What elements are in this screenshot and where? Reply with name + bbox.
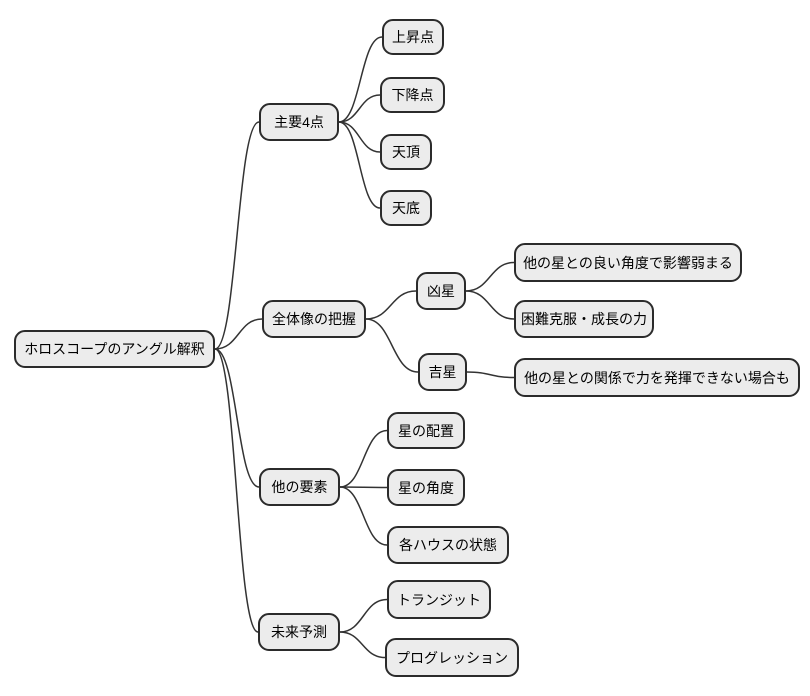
mindmap-node-malefic: 凶星	[416, 272, 466, 310]
edge-major-points-to-nadir	[338, 121, 381, 209]
mindmap-node-label: ホロスコープのアングル解釈	[24, 341, 205, 357]
edge-overview-to-malefic	[365, 290, 417, 320]
mindmap-node-root: ホロスコープのアングル解釈	[14, 330, 215, 368]
mindmap-node-nadir: 天底	[380, 190, 432, 226]
mindmap-node-label: 凶星	[427, 283, 455, 299]
mindmap-node-label: 星の配置	[398, 422, 454, 439]
mindmap-node-label: トランジット	[397, 591, 481, 608]
edge-malefic-to-malefic-note-2	[465, 290, 515, 320]
edge-benefic-to-benefic-note-1	[466, 371, 515, 379]
mindmap-node-label: 他の要素	[271, 479, 328, 495]
mindmap-node-progression: プログレッション	[385, 638, 519, 677]
mindmap-node-malefic-note-2: 困難克服・成長の力	[514, 300, 654, 338]
edge-other-factors-to-planet-placement	[339, 429, 388, 488]
mindmap-node-label: 星の角度	[398, 479, 454, 496]
mindmap-node-benefic: 吉星	[418, 353, 467, 391]
edge-future-prediction-to-transit	[339, 598, 388, 633]
edge-overview-to-benefic	[365, 318, 419, 373]
mindmap-node-label: 下降点	[391, 87, 434, 103]
mindmap-node-label: 吉星	[428, 364, 457, 380]
edge-major-points-to-descendant	[338, 94, 381, 123]
mindmap-node-label: 主要4点	[274, 114, 324, 130]
mindmap-node-label: 上昇点	[392, 29, 434, 45]
mindmap-node-label: 天底	[392, 200, 420, 216]
edge-future-prediction-to-progression	[339, 631, 386, 659]
mindmap-node-overview: 全体像の把握	[262, 300, 366, 338]
mindmap-node-descendant: 下降点	[380, 77, 445, 113]
mindmap-node-malefic-note-1: 他の星との良い角度で影響弱まる	[514, 243, 742, 282]
mindmap-node-midheaven: 天頂	[380, 134, 432, 170]
mindmap-node-label: 困難克服・成長の力	[521, 311, 647, 327]
mindmap-node-label: 他の星との良い角度で影響弱まる	[523, 254, 733, 271]
mindmap-node-label: プログレッション	[396, 649, 508, 666]
mindmap-node-label: 未来予測	[271, 624, 327, 640]
mindmap-node-ascendant: 上昇点	[382, 19, 444, 55]
edge-root-to-overview	[214, 318, 263, 350]
edge-other-factors-to-planet-aspects	[339, 486, 388, 489]
edge-major-points-to-midheaven	[338, 121, 381, 153]
mindmap-node-benefic-note-1: 他の星との関係で力を発揮できない場合も	[514, 358, 800, 397]
mindmap-node-label: 他の星との関係で力を発揮できない場合も	[524, 369, 790, 386]
edge-malefic-to-malefic-note-1	[465, 261, 515, 292]
mindmap-node-transit: トランジット	[387, 580, 491, 619]
mindmap-node-other-factors: 他の要素	[259, 468, 340, 506]
mindmap-node-house-condition: 各ハウスの状態	[387, 526, 509, 564]
edge-root-to-other-factors	[214, 348, 260, 488]
edge-root-to-future-prediction	[214, 348, 259, 633]
mindmap-node-planet-placement: 星の配置	[387, 412, 465, 449]
mindmap-node-future-prediction: 未来予測	[258, 613, 340, 651]
mindmap-node-label: 天頂	[392, 144, 420, 160]
mindmap-node-label: 各ハウスの状態	[399, 537, 497, 553]
mindmap-node-label: 全体像の把握	[272, 311, 356, 327]
edge-other-factors-to-house-condition	[339, 486, 388, 546]
mindmap-node-major-points: 主要4点	[259, 103, 339, 141]
edge-major-points-to-ascendant	[338, 36, 383, 123]
mindmap-node-planet-aspects: 星の角度	[387, 469, 465, 506]
edge-root-to-major-points	[214, 121, 260, 350]
